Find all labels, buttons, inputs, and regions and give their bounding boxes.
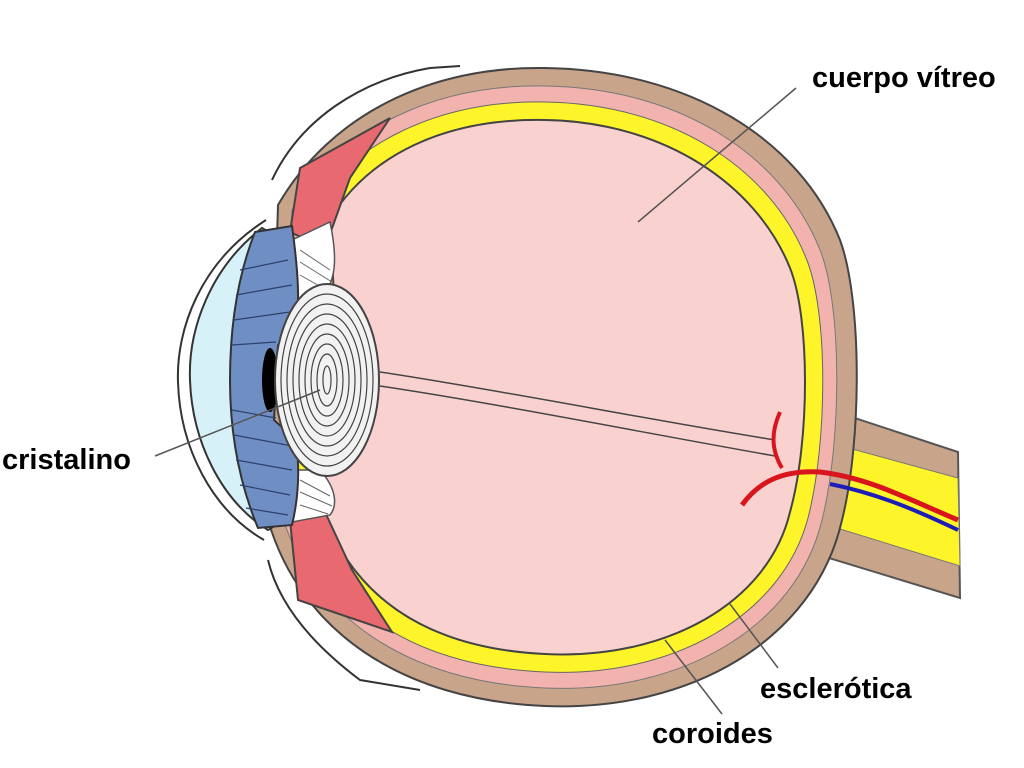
ciliary-muscle-top	[288, 117, 391, 250]
lower-eyelid	[267, 559, 421, 691]
lens	[274, 283, 380, 477]
leader-line-cuerpo-vitreo	[637, 87, 797, 223]
leader-line-cristalino	[154, 389, 321, 457]
label-esclerotica: esclerótica	[760, 673, 912, 705]
cornea-outer-edge	[176, 219, 267, 541]
zonule-lines	[299, 249, 333, 515]
label-cristalino: cristalino	[2, 444, 131, 476]
pupil	[262, 348, 278, 412]
label-cuerpo-vitreo: cuerpo vítreo	[812, 62, 996, 94]
iris-striations	[231, 259, 293, 516]
central-vein	[829, 482, 959, 532]
leader-line-esclerotica	[729, 603, 779, 669]
upper-eyelid	[271, 65, 461, 181]
leader-line-coroides	[664, 639, 723, 715]
vitreous-body	[318, 118, 806, 656]
label-coroides: coroides	[652, 718, 773, 750]
central-artery	[739, 469, 959, 523]
hyaloid-canal	[379, 371, 776, 457]
retinal-artery-branch	[771, 411, 784, 470]
